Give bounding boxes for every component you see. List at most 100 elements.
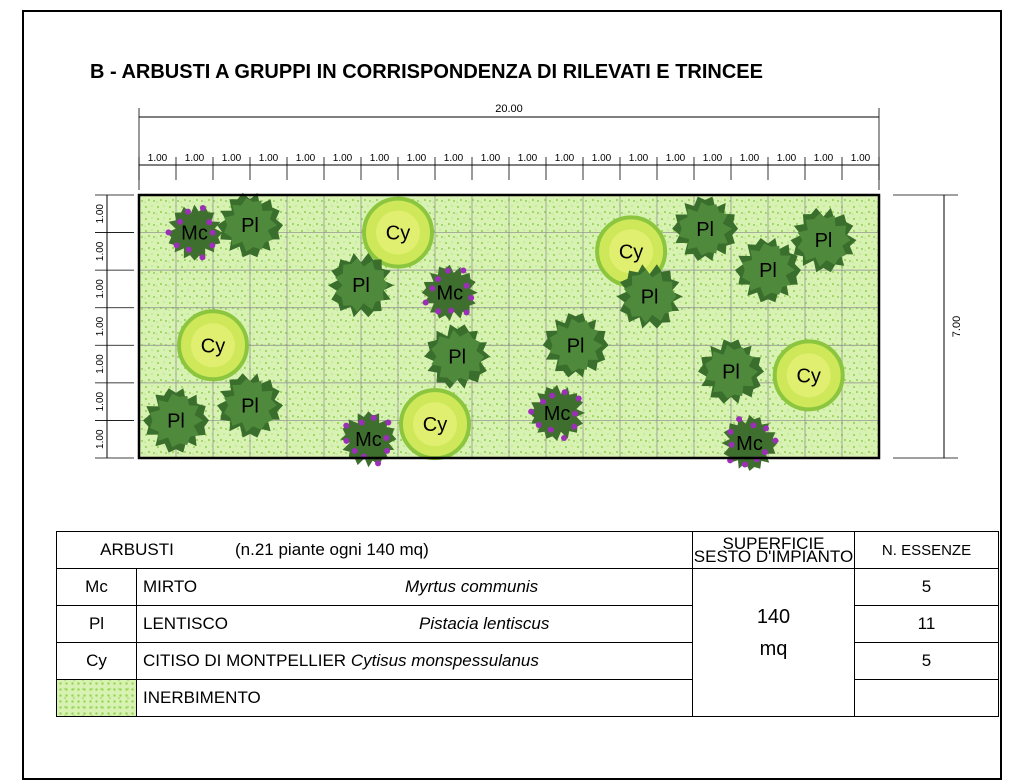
dim-cell-label: 1.00 bbox=[851, 153, 871, 164]
surface-unit: mq bbox=[759, 637, 788, 660]
dim-cell-label: 1.00 bbox=[592, 153, 612, 164]
citiso-center bbox=[786, 353, 831, 398]
mirto-flower bbox=[728, 441, 735, 448]
mirto-flower bbox=[535, 421, 542, 428]
dim-cell-label: 1.00 bbox=[148, 153, 168, 164]
mirto-flower bbox=[384, 447, 391, 454]
plant-mirto: Mc bbox=[528, 384, 586, 441]
lentisco-foliage bbox=[549, 318, 603, 372]
header-arbusti: ARBUSTI bbox=[100, 540, 174, 559]
plant-citiso: Cy bbox=[399, 388, 471, 461]
citiso-center bbox=[376, 210, 420, 255]
header-count: (n.21 piante ogni 140 mq) bbox=[235, 540, 429, 559]
mirto-flower bbox=[463, 309, 470, 316]
plant-code-label: Cy bbox=[796, 365, 820, 387]
lentisco-foliage bbox=[335, 258, 388, 312]
plant-lentisco: Pl bbox=[735, 238, 801, 303]
dim-cell-label: 1.00 bbox=[259, 153, 279, 164]
surface-value-cell: 140 mq bbox=[692, 568, 855, 717]
lentisco-foliage bbox=[797, 213, 851, 267]
mirto-flower bbox=[549, 392, 556, 399]
plant-code-label: Pl bbox=[567, 335, 585, 357]
mirto-flower bbox=[575, 395, 582, 402]
dim-cell-label: 1.00 bbox=[814, 153, 834, 164]
citiso-center bbox=[609, 229, 654, 274]
mirto-flower bbox=[370, 414, 377, 421]
dim-row-label: 1.00 bbox=[95, 241, 106, 261]
mirto-flower bbox=[540, 398, 547, 405]
mirto-flower bbox=[358, 419, 365, 426]
code-cy: Cy bbox=[56, 642, 137, 680]
lentisco-foliage bbox=[623, 269, 677, 324]
header-surface-line1: SUPERFICIE bbox=[722, 534, 825, 553]
dim-row-label: 1.00 bbox=[95, 204, 106, 224]
dim-row-label: 1.00 bbox=[95, 316, 106, 336]
mirto-flower bbox=[528, 408, 535, 415]
mirto-flower bbox=[772, 437, 779, 444]
plant-lentisco: Pl bbox=[616, 264, 683, 329]
legend-row-inerbimento: INERBIMENTO bbox=[56, 679, 999, 717]
mirto-flower bbox=[571, 423, 578, 430]
plant-code-label: Mc bbox=[181, 223, 208, 245]
header-essenze: N. ESSENZE bbox=[854, 531, 999, 569]
code-mc: Mc bbox=[56, 568, 137, 606]
legend-header-cell: ARBUSTI (n.21 piante ogni 140 mq) bbox=[56, 531, 693, 569]
dim-cell-label: 1.00 bbox=[407, 153, 427, 164]
legend-table: ARBUSTI (n.21 piante ogni 140 mq) SUPERFI… bbox=[56, 531, 999, 717]
mirto-flower bbox=[435, 308, 442, 315]
mirto-flower bbox=[547, 426, 554, 433]
mirto-flower bbox=[383, 434, 390, 441]
dim-cell-label: 1.00 bbox=[666, 153, 686, 164]
dim-cell-label: 1.00 bbox=[740, 153, 760, 164]
mirto-flower bbox=[209, 242, 216, 249]
dim-row-label: 1.00 bbox=[95, 391, 106, 411]
legend-header-row: ARBUSTI (n.21 piante ogni 140 mq) SUPERFI… bbox=[56, 531, 999, 569]
mirto-flower bbox=[375, 460, 382, 467]
lentisco-foliage bbox=[705, 344, 758, 399]
dim-cell-label: 1.00 bbox=[555, 153, 575, 164]
lentisco-foliage bbox=[742, 243, 795, 297]
mirto-flower bbox=[561, 389, 568, 396]
plant-mirto: Mc bbox=[165, 204, 223, 261]
plant-code-label: Pl bbox=[352, 275, 370, 297]
mirto-flower bbox=[385, 419, 392, 426]
count-lentisco: 11 bbox=[854, 605, 999, 643]
mirto-shrub bbox=[166, 204, 223, 261]
mirto-flower bbox=[727, 428, 734, 435]
species-latin: Pistacia lentiscus bbox=[419, 614, 550, 633]
plant-lentisco: Pl bbox=[698, 339, 764, 404]
plant-code-label: Pl bbox=[722, 362, 740, 384]
plant-code-label: Pl bbox=[167, 410, 185, 432]
plant-code-label: Pl bbox=[696, 219, 714, 241]
count-inerbimento bbox=[854, 679, 999, 717]
plant-lentisco: Pl bbox=[217, 192, 283, 258]
mirto-flower bbox=[561, 434, 568, 441]
plant-mirto: Mc bbox=[421, 264, 478, 321]
lentisco-foliage bbox=[150, 393, 203, 448]
mirto-flower bbox=[761, 449, 768, 456]
plant-code-label: Pl bbox=[241, 215, 259, 237]
plant-code-label: Cy bbox=[619, 241, 643, 263]
code-pl: Pl bbox=[56, 605, 137, 643]
mirto-flower bbox=[444, 267, 451, 274]
mirto-flower bbox=[572, 410, 579, 417]
dim-cell-label: 1.00 bbox=[703, 153, 723, 164]
plant-citiso: Cy bbox=[177, 309, 249, 382]
plant-mirto: Mc bbox=[340, 411, 397, 468]
dim-row-label: 1.00 bbox=[95, 354, 106, 374]
mirto-flower bbox=[435, 276, 442, 283]
species-name: MIRTO bbox=[143, 577, 198, 596]
citiso-center bbox=[191, 323, 235, 368]
species-name: CITISO DI MONTPELLIER bbox=[143, 651, 347, 670]
plant-code-label: Mc bbox=[544, 403, 571, 425]
species-citiso: CITISO DI MONTPELLIER Cytisus monspessul… bbox=[136, 642, 693, 680]
dim-cell-label: 1.00 bbox=[481, 153, 501, 164]
mirto-flower bbox=[351, 447, 358, 454]
lentisco-foliage bbox=[431, 329, 485, 384]
inerbimento-label: INERBIMENTO bbox=[136, 679, 693, 717]
plant-lentisco: Pl bbox=[672, 196, 739, 261]
lentisco-foliage bbox=[224, 378, 277, 433]
